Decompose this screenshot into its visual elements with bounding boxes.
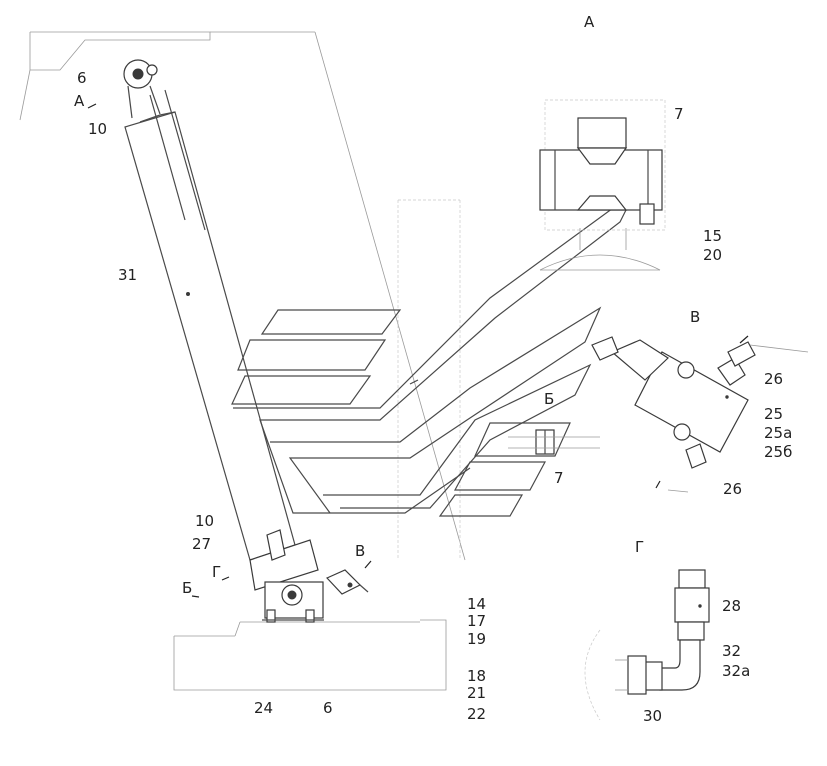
view-b-detail bbox=[508, 429, 600, 455]
label-15: 15 bbox=[703, 227, 722, 245]
base-pivot-assembly bbox=[87, 103, 372, 623]
label-g-marker: Г bbox=[212, 563, 221, 581]
view-g-fitting bbox=[584, 569, 710, 721]
label-v-marker: В bbox=[355, 542, 365, 560]
label-22: 22 bbox=[467, 705, 486, 723]
view-v-valve-block bbox=[591, 335, 809, 493]
label-21: 21 bbox=[467, 684, 486, 702]
label-25: 25 bbox=[764, 405, 783, 423]
label-18: 18 bbox=[467, 667, 486, 685]
pivot-block bbox=[249, 539, 319, 591]
view-a-detail bbox=[539, 99, 666, 271]
valve-block-body bbox=[634, 351, 749, 453]
label-b-marker: Б bbox=[182, 579, 192, 597]
view-g-title: Г bbox=[635, 538, 644, 556]
hydraulic-cylinder bbox=[123, 59, 296, 561]
frame-structure bbox=[19, 31, 466, 691]
view-v-title: В bbox=[690, 308, 700, 326]
label-28: 28 bbox=[722, 597, 741, 615]
label-30: 30 bbox=[643, 707, 662, 725]
label-20: 20 bbox=[703, 246, 722, 264]
label-27: 27 bbox=[192, 535, 211, 553]
label-19: 19 bbox=[467, 630, 486, 648]
label-25b: 25б bbox=[764, 443, 792, 461]
view-a-title: А bbox=[584, 13, 595, 31]
labels: 6 А 10 31 А 7 15 20 В 26 25 25а 25б 26 Б… bbox=[74, 13, 792, 725]
view-b-title: Б bbox=[544, 390, 554, 408]
label-10-base: 10 bbox=[195, 512, 214, 530]
label-b-7: 7 bbox=[554, 469, 564, 487]
label-a-7: 7 bbox=[674, 105, 684, 123]
label-26-top: 26 bbox=[764, 370, 783, 388]
label-10-top: 10 bbox=[88, 120, 107, 138]
label-26-bottom: 26 bbox=[723, 480, 742, 498]
hose-routing bbox=[231, 191, 636, 517]
label-14: 14 bbox=[467, 595, 486, 613]
label-6-base: 6 bbox=[323, 699, 333, 717]
label-view-a-marker: А bbox=[74, 92, 85, 110]
label-31: 31 bbox=[118, 266, 137, 284]
label-25a: 25а bbox=[764, 424, 792, 442]
label-32a: 32а bbox=[722, 662, 750, 680]
label-17: 17 bbox=[467, 612, 486, 630]
label-32: 32 bbox=[722, 642, 741, 660]
fitting-body bbox=[674, 587, 710, 623]
label-24: 24 bbox=[254, 699, 273, 717]
label-6-top: 6 bbox=[77, 69, 87, 87]
